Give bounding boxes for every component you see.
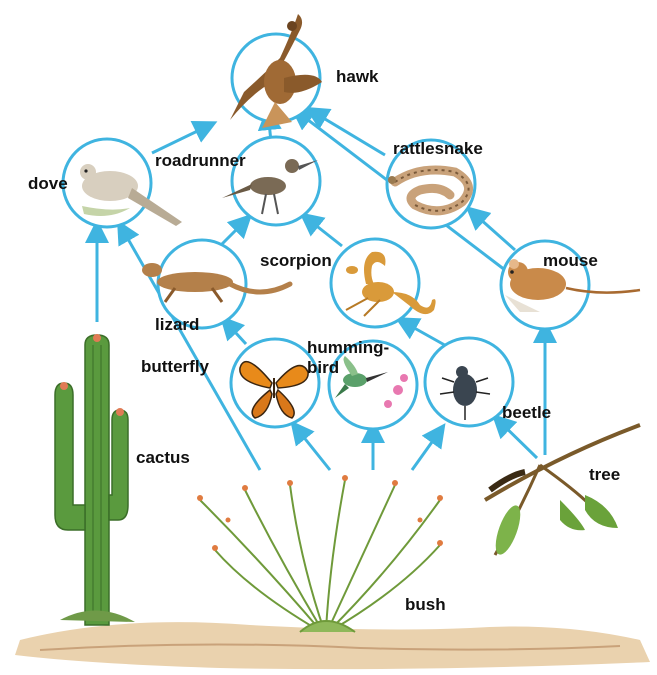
arrow-butterfly-to-lizard: [224, 320, 246, 344]
label-hummingbird: humming- bird: [307, 338, 389, 378]
label-beetle: beetle: [502, 404, 551, 422]
arrow-bush-to-butterfly: [294, 425, 330, 470]
label-bush: bush: [405, 596, 446, 614]
arrow-dove-to-hawk: [152, 124, 212, 153]
arrow-tree-to-beetle: [496, 418, 537, 458]
arrow-bush-to-beetle: [412, 428, 442, 470]
label-roadrunner: roadrunner: [155, 152, 246, 170]
label-mouse: mouse: [543, 252, 598, 270]
tree-illustration: [485, 425, 640, 558]
arrow-mouse-to-rattlesnake: [470, 210, 515, 250]
label-cactus: cactus: [136, 449, 190, 467]
bush-illustration: [200, 480, 440, 632]
cactus-illustration: [55, 334, 135, 625]
bush-flowers: [197, 475, 443, 551]
label-dove: dove: [28, 175, 68, 193]
arrow-scorpion-to-roadrunner: [304, 216, 342, 246]
label-rattlesnake: rattlesnake: [393, 140, 483, 158]
label-lizard: lizard: [155, 316, 199, 334]
label-butterfly: butterfly: [141, 358, 209, 376]
label-hawk: hawk: [336, 68, 379, 86]
arrow-beetle-to-scorpion: [400, 320, 450, 348]
label-tree: tree: [589, 466, 620, 484]
label-scorpion: scorpion: [260, 252, 332, 270]
